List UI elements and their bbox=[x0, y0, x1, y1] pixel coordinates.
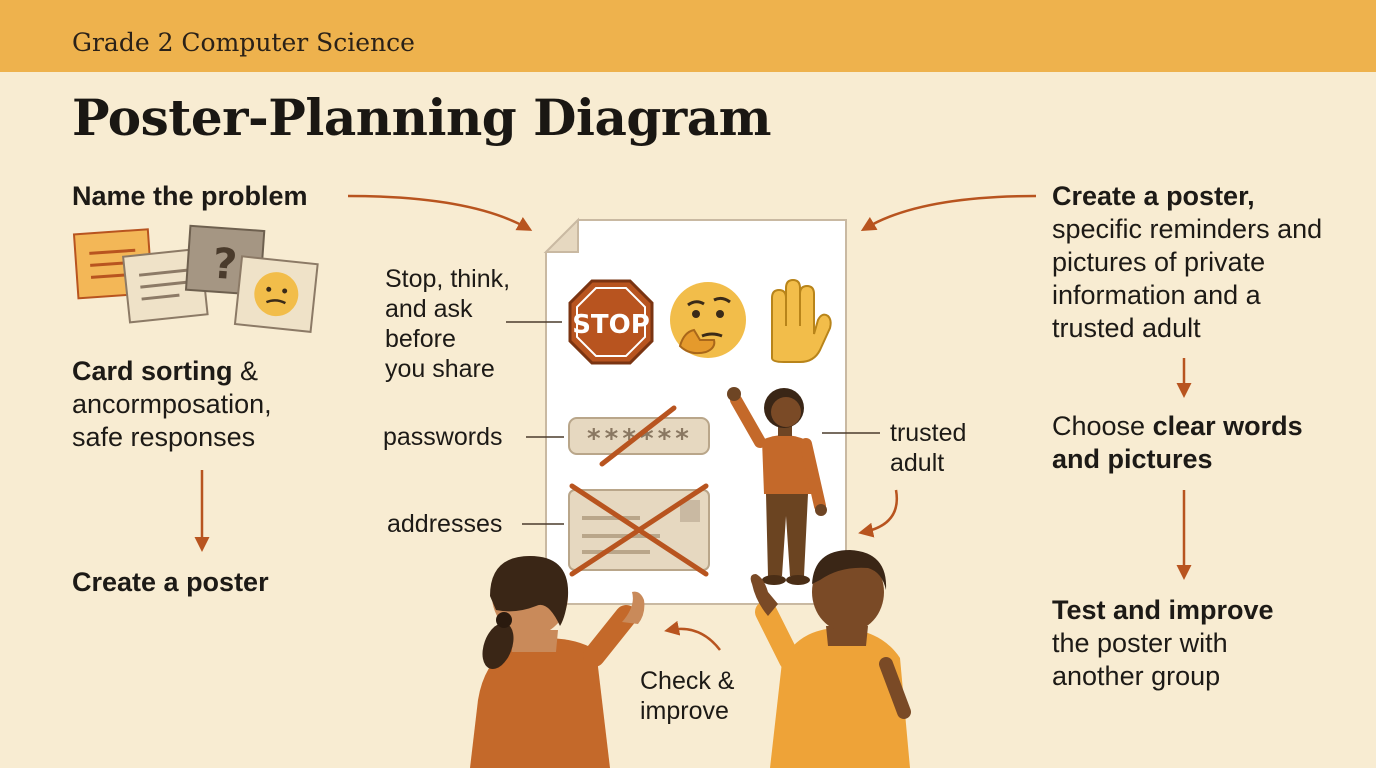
choose-plain: Choose bbox=[1052, 411, 1153, 441]
stop-sign-text: STOP bbox=[572, 310, 650, 340]
thinking-face-icon bbox=[670, 282, 746, 358]
test-improve-line2: another group bbox=[1052, 661, 1221, 691]
label-check-improve: Check & improve bbox=[640, 666, 734, 726]
label-stop-line1: Stop, think, bbox=[385, 265, 511, 293]
step-name-problem: Name the problem bbox=[72, 181, 308, 211]
subject-label: Grade 2 Computer Science bbox=[72, 28, 415, 57]
label-trusted-line1: trusted bbox=[890, 419, 967, 447]
test-improve-bold: Test and improve bbox=[1052, 595, 1274, 625]
address-envelope-icon bbox=[568, 483, 710, 577]
label-trusted-adult: trusted adult bbox=[890, 418, 966, 478]
trusted-adult-figure bbox=[727, 387, 827, 585]
create-poster-line2: pictures of private bbox=[1052, 247, 1266, 277]
label-stop-think: Stop, think, and ask before you share bbox=[385, 264, 510, 384]
arrow-trusted-adult bbox=[858, 489, 899, 538]
password-field-icon: ****** bbox=[568, 405, 710, 467]
step-test-improve: Test and improve the poster with another… bbox=[1052, 594, 1274, 693]
create-poster-line4: trusted adult bbox=[1052, 313, 1201, 343]
step-create-poster-left: Create a poster bbox=[72, 567, 269, 597]
card-sorting-line3: safe responses bbox=[72, 422, 256, 452]
label-check-line2: improve bbox=[640, 697, 729, 725]
step-choose-words: Choose clear words and pictures bbox=[1052, 410, 1303, 476]
arrow-to-poster-right bbox=[860, 194, 1037, 232]
label-passwords: passwords bbox=[383, 423, 503, 451]
label-stop-line4: you share bbox=[385, 355, 495, 383]
arrow-check-improve bbox=[664, 620, 721, 651]
label-check-line1: Check & bbox=[640, 667, 735, 695]
choose-bold-1: clear words bbox=[1152, 411, 1303, 441]
label-stop-line3: before bbox=[385, 325, 456, 353]
label-stop-line2: and ask bbox=[385, 295, 473, 323]
create-poster-bold: Create a poster, bbox=[1052, 181, 1255, 211]
label-trusted-line2: adult bbox=[890, 449, 945, 477]
step-card-sorting: Card sorting & ancormposation, safe resp… bbox=[72, 355, 272, 454]
girl-student-figure bbox=[470, 556, 645, 768]
page-title: Poster-Planning Diagram bbox=[72, 88, 772, 147]
face-card-icon bbox=[233, 255, 319, 334]
password-mask: ****** bbox=[586, 424, 692, 454]
card-sorting-line2: ancormposation, bbox=[72, 389, 272, 419]
arrow-to-poster-left bbox=[347, 194, 533, 231]
sorting-cards-illustration: ? bbox=[70, 222, 322, 340]
stop-sign-icon: STOP bbox=[568, 279, 654, 365]
card-sorting-bold: Card sorting bbox=[72, 356, 233, 386]
raised-hand-icon bbox=[771, 278, 832, 363]
label-addresses: addresses bbox=[387, 510, 503, 538]
svg-text:?: ? bbox=[211, 239, 239, 290]
create-poster-line3: information and a bbox=[1052, 280, 1261, 310]
boy-student-figure bbox=[750, 550, 911, 768]
create-poster-line1: specific reminders and bbox=[1052, 214, 1323, 244]
test-improve-line1: the poster with bbox=[1052, 628, 1228, 658]
card-sorting-amp: & bbox=[232, 356, 259, 386]
step-create-poster-right: Create a poster, specific reminders and … bbox=[1052, 180, 1322, 345]
header-banner bbox=[0, 0, 1376, 72]
choose-bold-2: and pictures bbox=[1052, 444, 1213, 474]
